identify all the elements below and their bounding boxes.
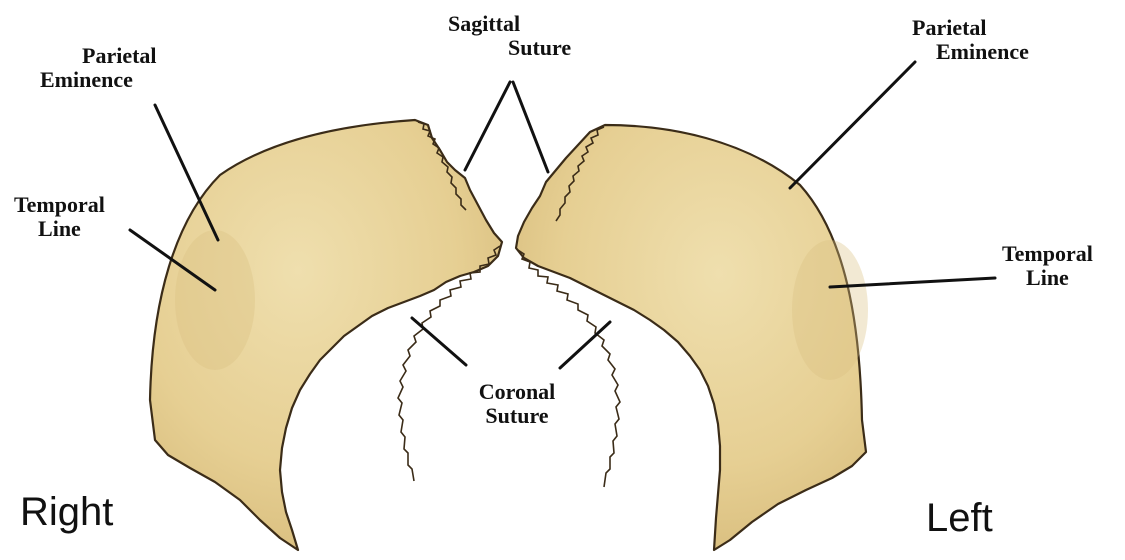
label-temporal-line-right: Temporal Line (14, 193, 105, 241)
label-coronal-suture-line1: Coronal (462, 380, 572, 404)
leader-sagittal-suture-right (465, 82, 510, 170)
leader-sagittal-suture-left (513, 82, 548, 172)
label-side-left: Left (926, 496, 993, 540)
label-parietal-eminence-right-line1: Parietal (40, 44, 157, 68)
label-parietal-eminence-right: Parietal Eminence (40, 44, 157, 92)
label-temporal-line-right-line1: Temporal (14, 193, 105, 217)
label-parietal-eminence-left-line1: Parietal (912, 16, 1029, 40)
label-parietal-eminence-left-line2: Eminence (912, 40, 1029, 64)
left-bone-shading (792, 240, 868, 380)
label-coronal-suture-line2: Suture (462, 404, 572, 428)
leader-coronal-suture-right (412, 318, 466, 365)
label-parietal-eminence-right-line2: Eminence (40, 68, 157, 92)
leader-parietal-eminence-left (790, 62, 915, 188)
label-temporal-line-left-line2: Line (1002, 266, 1093, 290)
label-sagittal-suture: Sagittal Suture (448, 12, 571, 60)
leader-parietal-eminence-right (155, 105, 218, 240)
label-sagittal-suture-line1: Sagittal (448, 12, 571, 36)
label-parietal-eminence-left: Parietal Eminence (912, 16, 1029, 64)
label-side-right: Right (20, 490, 113, 534)
label-coronal-suture: Coronal Suture (462, 380, 572, 428)
right-bone-shading (175, 230, 255, 370)
label-temporal-line-right-line2: Line (14, 217, 105, 241)
label-sagittal-suture-line2: Suture (448, 36, 571, 60)
label-temporal-line-left-line1: Temporal (1002, 242, 1093, 266)
label-temporal-line-left: Temporal Line (1002, 242, 1093, 290)
